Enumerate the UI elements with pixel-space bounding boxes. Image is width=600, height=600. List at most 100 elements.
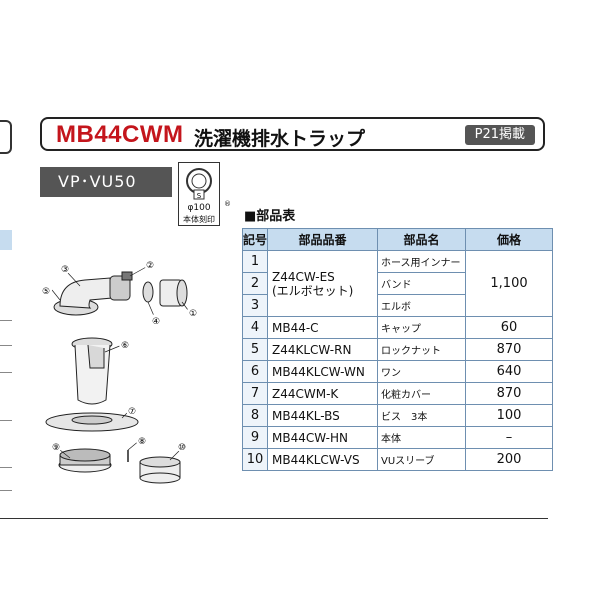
- callout-3: ③: [61, 265, 69, 275]
- callout-bg: [150, 314, 162, 326]
- row-no: 4: [242, 316, 268, 339]
- lock-nut: [58, 448, 112, 473]
- elbow-set-code: Z44CW-ES (エルボセット): [267, 250, 378, 317]
- row-name: ホース用インナー: [377, 250, 466, 273]
- stamp-circle-icon: S: [186, 168, 212, 200]
- callout-1: ①: [189, 309, 197, 319]
- stamp-diameter: φ100: [187, 203, 211, 213]
- table-row: 1 Z44CW-ES (エルボセット) ホース用インナー 1,100: [242, 250, 553, 317]
- row-no: 7: [242, 382, 268, 405]
- row-price: 200: [465, 448, 553, 471]
- row-name: VUスリーブ: [377, 448, 466, 471]
- row-code: Z44KLCW-RN: [267, 338, 378, 361]
- callout-bg: [136, 434, 148, 446]
- prev-page-rule: [0, 467, 12, 468]
- callout-bg: [59, 262, 71, 274]
- bottom-rule: [0, 518, 548, 519]
- prev-page-rule: [0, 420, 12, 421]
- row-no: 9: [242, 426, 268, 449]
- product-code: MB44CWM: [56, 121, 184, 148]
- callout-7: ⑦: [128, 407, 136, 417]
- prev-page-rule: [0, 490, 12, 491]
- row-name: キャップ: [377, 316, 466, 339]
- callout-8: ⑧: [138, 437, 146, 447]
- row-code: MB44KLCW-VS: [267, 448, 378, 471]
- callout-2: ②: [146, 261, 154, 271]
- callout-4: ④: [152, 317, 160, 327]
- row-price: 870: [465, 382, 553, 405]
- stamp-frame: [178, 162, 220, 226]
- decorative-cover: [45, 412, 139, 432]
- product-name: 洗濯機排水トラップ: [194, 128, 366, 150]
- row-name: バンド: [377, 272, 466, 295]
- header-price: 価格: [465, 228, 553, 251]
- stamp-mark: S: [197, 192, 202, 200]
- vu-sleeve: [139, 456, 181, 484]
- prev-page-rule: [0, 345, 12, 346]
- elbow-set-code-line2: (エルボセット): [272, 283, 354, 298]
- row-no: 8: [242, 404, 268, 427]
- callout-bg: [50, 440, 62, 452]
- row-no: 1: [242, 250, 268, 273]
- row-price: 870: [465, 338, 553, 361]
- callout-9: ⑨: [52, 443, 60, 453]
- row-name: ビス 3本: [377, 404, 466, 427]
- prev-page-box-edge: [0, 120, 12, 154]
- registered-mark: ®: [224, 200, 231, 208]
- table-row: 3 エルボ: [242, 294, 553, 317]
- title-bar: MB44CWM 洗濯機排水トラップ P21掲載: [40, 117, 545, 151]
- prev-page-rule: [0, 372, 12, 373]
- row-price: 60: [465, 316, 553, 339]
- header-no: 記号: [242, 228, 268, 251]
- callout-bg: [144, 258, 156, 270]
- exploded-parts-diagram: ① ② ③ ④ ⑤ ⑥ ⑦ ⑧ ⑨ ⑩: [40, 258, 199, 484]
- callout-bg: [176, 440, 188, 452]
- callout-5: ⑤: [42, 287, 50, 297]
- table-header-row: 記号 部品品番 部品名 価格: [242, 228, 553, 251]
- callout-bg: [187, 306, 199, 318]
- row-no: 6: [242, 360, 268, 383]
- callout-labels: ① ② ③ ④ ⑤ ⑥ ⑦ ⑧ ⑨ ⑩: [40, 258, 199, 453]
- page-reference-badge: P21掲載: [464, 125, 535, 145]
- row-code: MB44CW-HN: [267, 426, 378, 449]
- row-no: 3: [242, 294, 268, 317]
- row-name: エルボ: [377, 294, 466, 317]
- stamp-label: 本体刻印: [183, 215, 215, 224]
- header-name: 部品名: [377, 228, 466, 251]
- row-name: ワン: [377, 360, 466, 383]
- row-name: 本体: [377, 426, 466, 449]
- row-name: ロックナット: [377, 338, 466, 361]
- row-no: 5: [242, 338, 268, 361]
- row-price: 100: [465, 404, 553, 427]
- callout-bg: [126, 404, 138, 416]
- elbow-set-code-line1: Z44CW-ES: [272, 269, 335, 284]
- callout-bg: [40, 284, 52, 296]
- trap-body-tube: [71, 337, 113, 405]
- elbow-set-price: 1,100: [465, 250, 553, 317]
- row-no: 10: [242, 448, 268, 471]
- row-code: Z44CWM-K: [267, 382, 378, 405]
- parts-table: 記号 部品品番 部品名 価格 1 Z44CW-ES (エルボセット) ホース用イ…: [242, 228, 553, 471]
- material-badge: VP･VU50: [40, 167, 172, 197]
- row-code: MB44KL-BS: [267, 404, 378, 427]
- row-code: MB44-C: [267, 316, 378, 339]
- row-code: MB44KLCW-WN: [267, 360, 378, 383]
- callout-10: ⑩: [178, 443, 186, 453]
- row-name: 化粧カバー: [377, 382, 466, 405]
- row-price: –: [465, 426, 553, 449]
- header-code: 部品品番: [267, 228, 378, 251]
- callout-6: ⑥: [121, 341, 129, 351]
- row-price: 640: [465, 360, 553, 383]
- prev-page-table-header-edge: [0, 230, 12, 250]
- parts-table-title: ■部品表: [244, 209, 296, 224]
- body-stamp-icon: S φ100 本体刻印: [178, 162, 220, 226]
- prev-page-rule: [0, 320, 12, 321]
- row-no: 2: [242, 272, 268, 295]
